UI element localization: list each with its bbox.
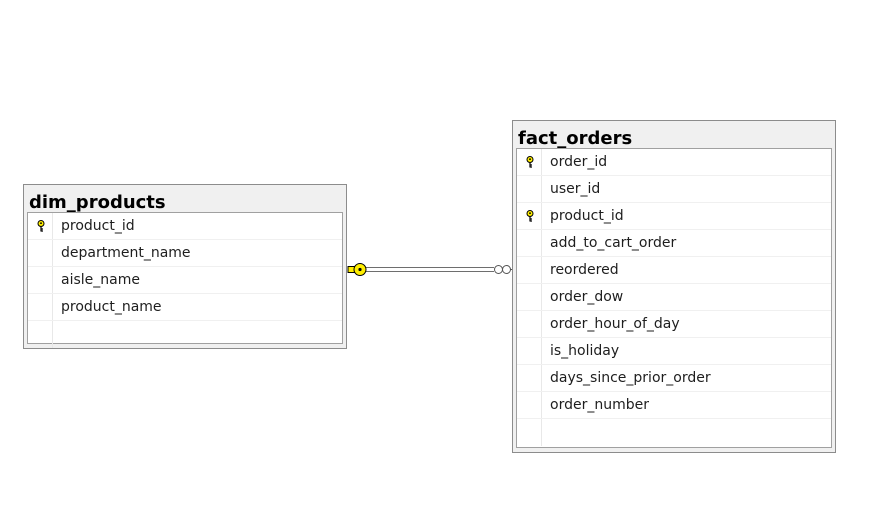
column-name: add_to_cart_order xyxy=(550,235,677,251)
infinity-icon xyxy=(494,265,512,274)
column-grid: product_id department_name aisle_name pr… xyxy=(27,212,343,348)
column-row-user-id[interactable]: user_id xyxy=(517,176,831,203)
key-icon xyxy=(347,263,367,276)
column-name: order_hour_of_day xyxy=(550,316,680,332)
row-gutter xyxy=(28,213,53,239)
column-name: product_name xyxy=(61,299,162,315)
column-name: reordered xyxy=(550,262,619,278)
column-name: product_id xyxy=(61,218,135,234)
column-name: order_id xyxy=(550,154,608,170)
row-gutter xyxy=(517,149,542,175)
table-title[interactable]: fact_orders xyxy=(518,128,633,148)
table-dim-products[interactable]: dim_products product_id department_name … xyxy=(23,184,347,349)
column-row-aisle-name[interactable]: aisle_name xyxy=(28,267,342,294)
table-title[interactable]: dim_products xyxy=(29,192,166,212)
column-name: is_holiday xyxy=(550,343,620,359)
column-row-empty[interactable] xyxy=(517,419,831,446)
column-row-order-hour-of-day[interactable]: order_hour_of_day xyxy=(517,311,831,338)
column-row-add-to-cart-order[interactable]: add_to_cart_order xyxy=(517,230,831,257)
column-grid: order_id user_id product_id add_to_cart_… xyxy=(516,148,832,448)
key-icon xyxy=(526,210,534,222)
column-row-department-name[interactable]: department_name xyxy=(28,240,342,267)
row-gutter xyxy=(517,284,542,310)
row-gutter xyxy=(517,365,542,391)
column-name: aisle_name xyxy=(61,272,140,288)
row-gutter xyxy=(517,392,542,418)
column-name: order_number xyxy=(550,397,649,413)
row-gutter xyxy=(517,311,542,337)
column-name: user_id xyxy=(550,181,601,197)
key-icon xyxy=(37,220,45,232)
column-name: department_name xyxy=(61,245,191,261)
column-row-product-name[interactable]: product_name xyxy=(28,294,342,321)
column-row-empty[interactable] xyxy=(28,321,342,348)
column-row-order-number[interactable]: order_number xyxy=(517,392,831,419)
column-row-reordered[interactable]: reordered xyxy=(517,257,831,284)
column-row-product-id[interactable]: product_id xyxy=(517,203,831,230)
row-gutter xyxy=(28,294,53,320)
row-gutter xyxy=(517,257,542,283)
row-gutter xyxy=(517,230,542,256)
column-row-is-holiday[interactable]: is_holiday xyxy=(517,338,831,365)
column-row-order-dow[interactable]: order_dow xyxy=(517,284,831,311)
column-name: product_id xyxy=(550,208,624,224)
row-gutter xyxy=(28,240,53,266)
row-gutter xyxy=(28,321,53,348)
column-row-product-id[interactable]: product_id xyxy=(28,213,342,240)
column-row-days-since-prior-order[interactable]: days_since_prior_order xyxy=(517,365,831,392)
column-name: order_dow xyxy=(550,289,624,305)
row-gutter xyxy=(517,338,542,364)
column-name: days_since_prior_order xyxy=(550,370,711,386)
row-gutter xyxy=(28,267,53,293)
row-gutter xyxy=(517,203,542,229)
column-row-order-id[interactable]: order_id xyxy=(517,149,831,176)
key-icon xyxy=(526,156,534,168)
row-gutter xyxy=(517,419,542,446)
table-fact-orders[interactable]: fact_orders order_id user_id xyxy=(512,120,836,453)
row-gutter xyxy=(517,176,542,202)
